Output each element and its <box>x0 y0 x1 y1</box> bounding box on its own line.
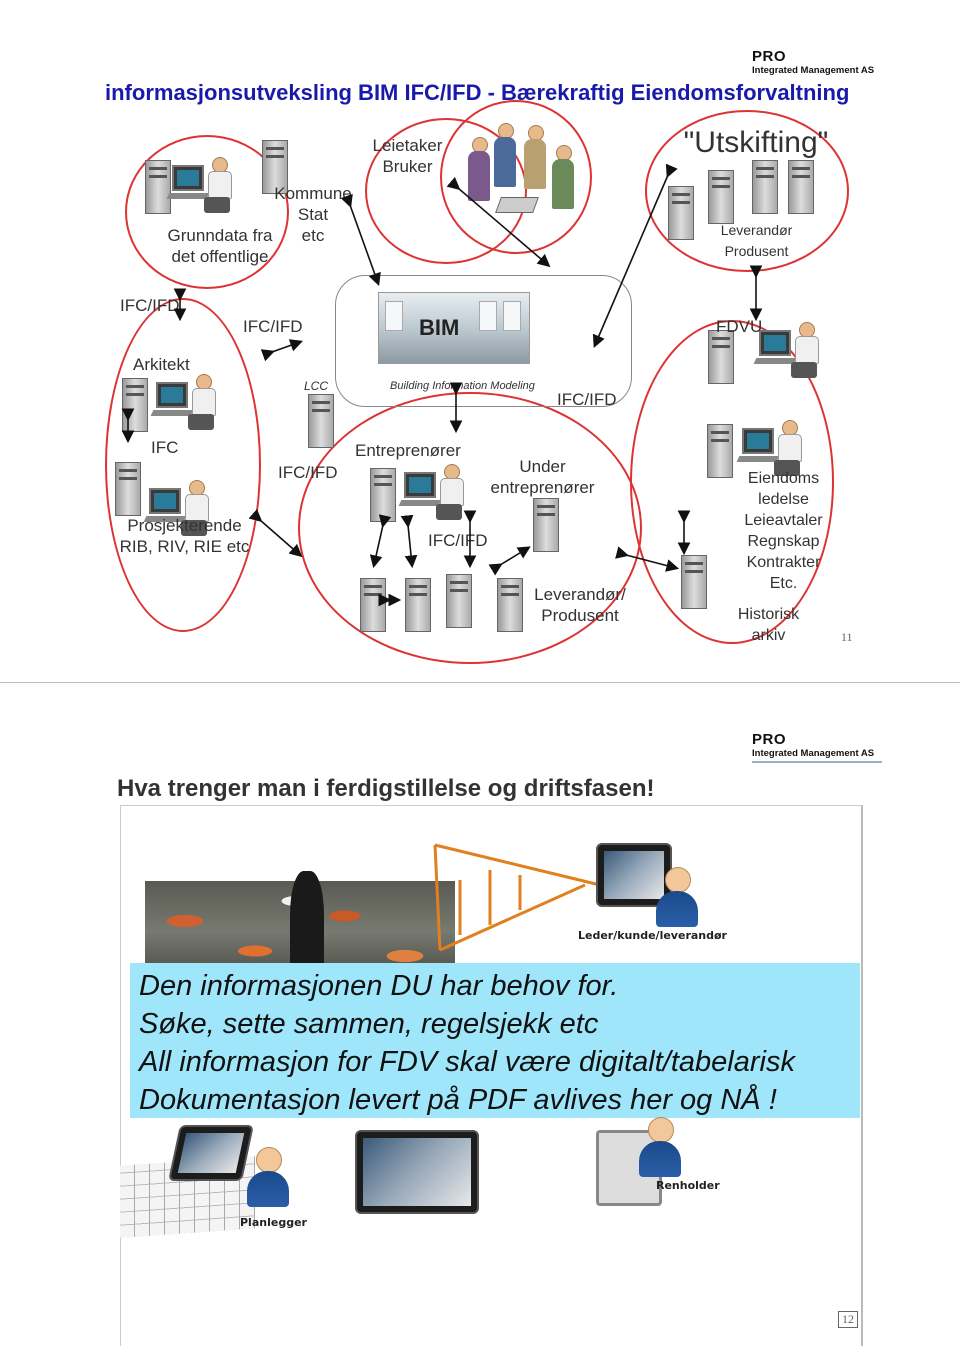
content-frame <box>120 805 863 1346</box>
slide-title: informasjonsutveksling BIM IFC/IFD - Bær… <box>105 80 850 105</box>
slide-divider <box>0 682 960 683</box>
server-icon <box>497 578 523 632</box>
circle-eiendomsledelse <box>630 320 834 644</box>
slide-11: PRO Integrated Management AS informasjon… <box>0 0 960 680</box>
label-lcc: LCC <box>304 379 329 393</box>
server-icon <box>370 468 396 522</box>
role-planlegger: Planlegger <box>240 1216 307 1229</box>
bim-word: BIM <box>419 315 460 340</box>
server-icon <box>708 330 734 384</box>
server-icon <box>446 574 472 628</box>
info-line-3: All informasjon for FDV skal være digita… <box>139 1046 795 1078</box>
logo-subtitle: Integrated Management AS <box>752 65 875 76</box>
user-avatar-icon <box>635 1117 685 1179</box>
label-ifcifd-4: IFC/IFD <box>278 463 338 482</box>
info-box: Den informasjonen DU har behov for. Søke… <box>130 963 860 1118</box>
page-number: 12 <box>838 1311 858 1328</box>
user-avatar-icon <box>652 867 702 929</box>
server-icon <box>752 160 778 214</box>
label-ifcifd-2: IFC/IFD <box>243 317 303 336</box>
server-icon <box>707 424 733 478</box>
server-icon <box>788 160 814 214</box>
server-icon <box>145 160 171 214</box>
logo-subtitle: Integrated Management AS <box>752 748 875 759</box>
label-leverandor-mid: Leverandør/Produsent <box>534 585 626 625</box>
label-ifc: IFC <box>151 438 179 457</box>
bim-caption: Building Information Modeling <box>390 380 535 392</box>
monitor-icon <box>168 1125 254 1181</box>
info-line-2: Søke, sette sammen, regelsjekk etc <box>139 1008 599 1040</box>
tablet-large-icon <box>355 1130 479 1214</box>
workstation-user-icon <box>398 462 470 522</box>
info-line-1: Den informasjonen DU har behov for. <box>139 970 619 1002</box>
logo-pro: PRO <box>752 731 787 748</box>
workstation-user-icon <box>166 155 238 215</box>
role-leder: Leder/kunde/leverandør <box>578 929 727 942</box>
slide-title: Hva trenger man i ferdigstillelse og dri… <box>117 775 655 802</box>
label-ifcifd-1: IFC/IFD <box>120 296 180 315</box>
label-entreprenorer: Entreprenører <box>355 441 461 460</box>
server-icon <box>681 555 707 609</box>
user-avatar-icon <box>243 1147 293 1209</box>
label-utskifting: "Utskifting" <box>683 126 829 159</box>
server-icon <box>708 170 734 224</box>
label-ifcifd-3: IFC/IFD <box>557 390 617 409</box>
logo-pro: PRO <box>752 48 787 65</box>
server-icon <box>308 394 334 448</box>
server-icon <box>262 140 288 194</box>
company-logo: PRO Integrated Management AS <box>752 731 882 763</box>
page-number: 11 <box>841 630 853 644</box>
connection-arrows <box>121 163 763 607</box>
workstation-user-icon <box>143 478 215 538</box>
wireframe-diagram <box>433 843 601 952</box>
user-group-illustration <box>458 115 588 225</box>
server-icon <box>122 378 148 432</box>
bim-image: BIM <box>378 292 530 364</box>
company-logo: PRO Integrated Management AS <box>752 48 874 76</box>
server-icon <box>115 462 141 516</box>
workstation-user-icon <box>753 320 825 380</box>
label-fdvu: FDVU <box>716 317 763 336</box>
workstation-user-icon <box>150 372 222 432</box>
circle-grunndata <box>125 135 289 289</box>
slide-12: PRO Integrated Management AS Hva trenger… <box>0 685 960 1367</box>
server-icon <box>405 578 431 632</box>
workstation-user-icon <box>736 418 808 478</box>
info-line-4: Dokumentasjon levert på PDF avlives her … <box>139 1084 777 1116</box>
tablet-icon <box>596 843 672 907</box>
label-arkitekt: Arkitekt <box>133 355 190 374</box>
server-icon <box>533 498 559 552</box>
role-renholder: Renholder <box>656 1179 720 1192</box>
